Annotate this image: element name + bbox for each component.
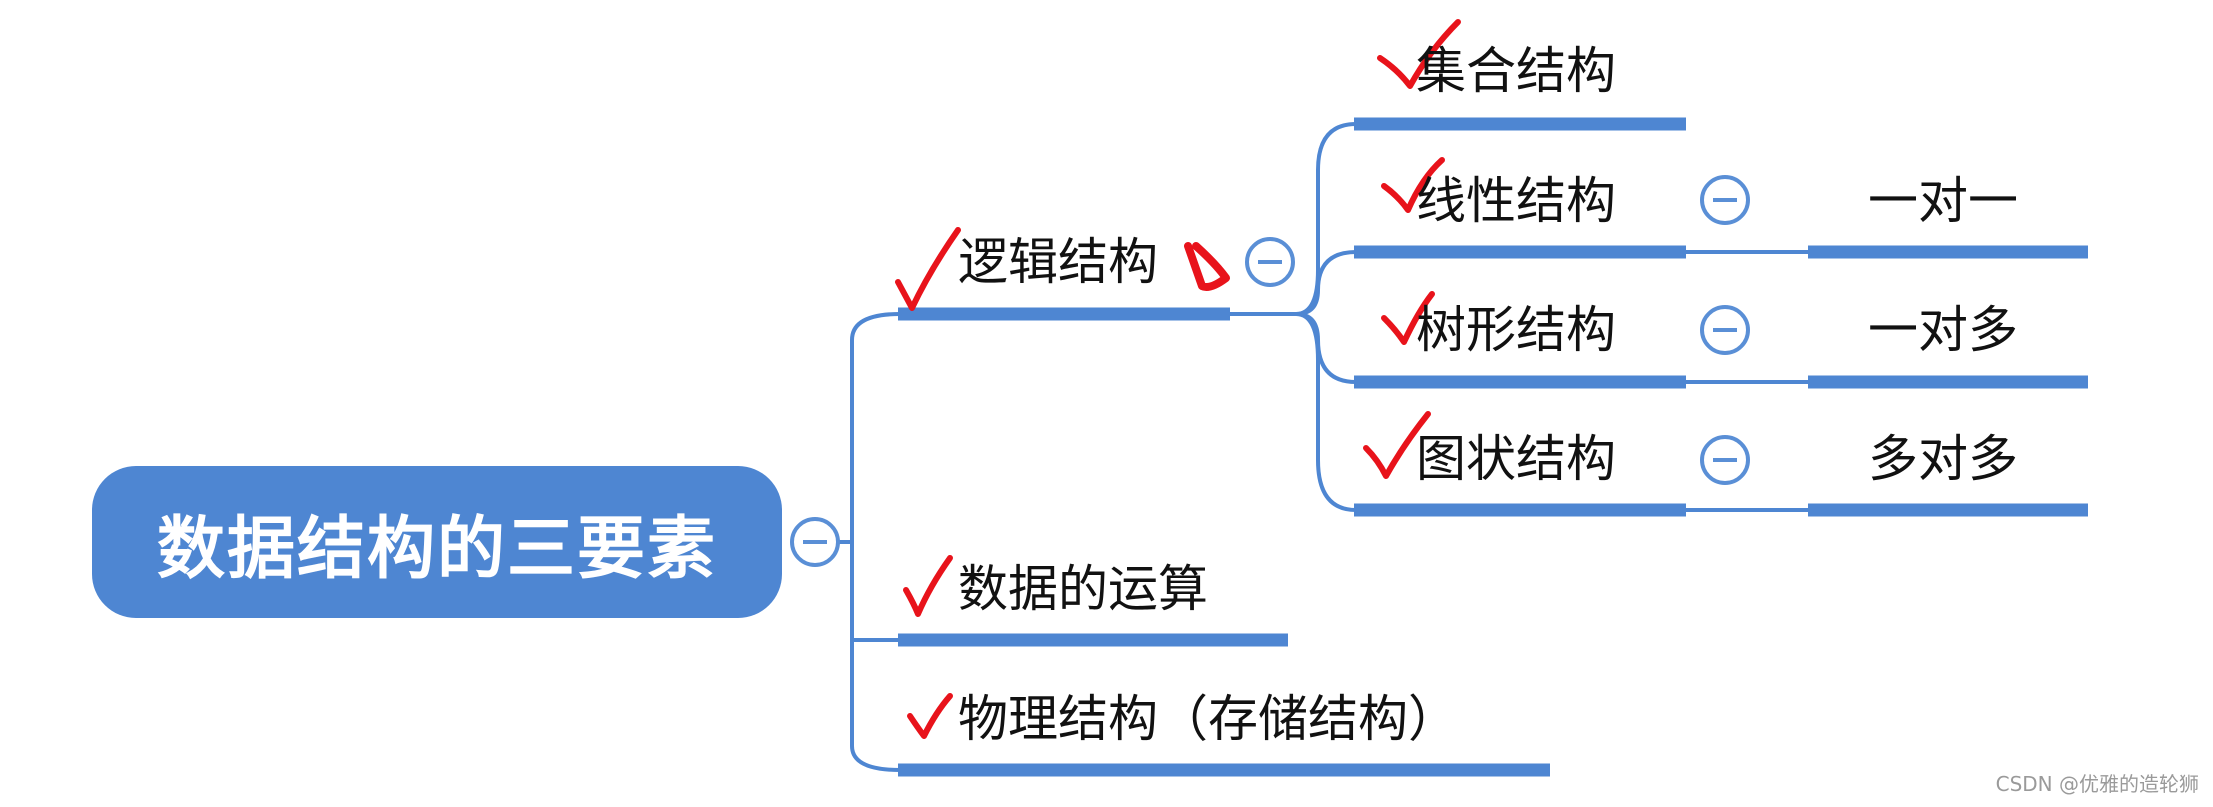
node-underlines [898,117,2088,777]
collapse-icon[interactable] [1700,305,1750,355]
collapse-icon[interactable] [1245,237,1295,287]
check-mark-icon [903,555,953,617]
node-physical-structure[interactable]: 物理结构（存储结构） [958,690,1458,748]
node-logical-structure[interactable]: 逻辑结构 [958,233,1158,291]
check-mark-icon [907,693,953,739]
collapse-icon[interactable] [1700,175,1750,225]
check-mark-icon [1381,291,1435,345]
node-relation-many-to-many[interactable]: 多对多 [1868,430,2018,488]
collapse-icon[interactable] [790,517,840,567]
root-node[interactable]: 数据结构的三要素 [92,466,782,618]
collapse-icon[interactable] [1700,435,1750,485]
collapse-icons [790,175,1750,567]
root-node-label: 数据结构的三要素 [156,509,717,589]
node-relation-one-to-one[interactable]: 一对一 [1868,172,2018,230]
connector-linear [1295,250,1357,316]
node-data-operations[interactable]: 数据的运算 [958,560,1208,618]
check-mark-icon [1377,19,1461,89]
check-mark-icon [1363,411,1431,479]
check-mark-icon [895,227,961,311]
connector-lines [838,122,1810,772]
annotations [895,19,1461,739]
node-linear-structure[interactable]: 线性结构 [1416,172,1616,230]
node-relation-one-to-many[interactable]: 一对多 [1868,301,2018,359]
watermark: CSDN @优雅的造轮狮 [1995,772,2199,796]
triangle-mark-icon [1184,242,1230,291]
check-mark-icon [1381,157,1445,213]
connector-set [1295,122,1357,316]
root-branch-connector [850,312,901,772]
node-tree-structure[interactable]: 树形结构 [1416,301,1616,359]
node-graph-structure[interactable]: 图状结构 [1416,430,1616,488]
connector-tree [1295,312,1357,384]
node-set-structure[interactable]: 集合结构 [1416,42,1616,100]
connector-graph [1295,312,1357,512]
